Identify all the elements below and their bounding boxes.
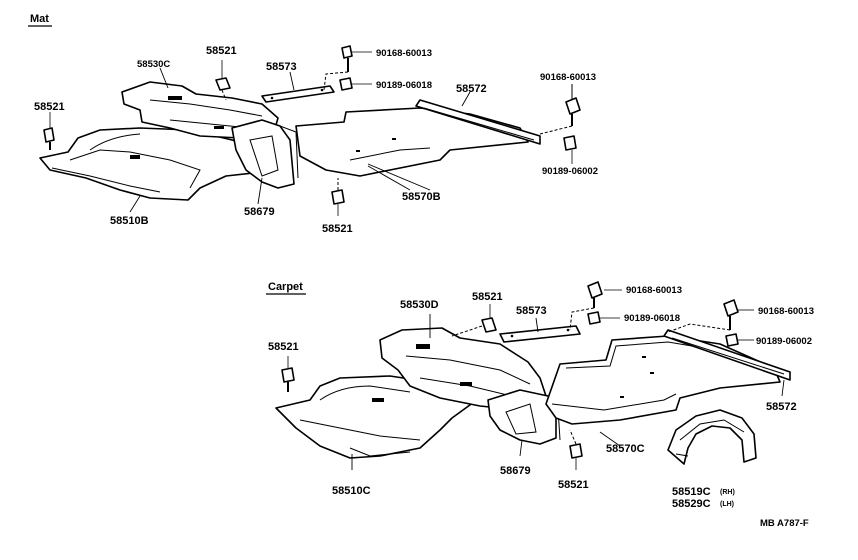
fastener-90189-d [667, 323, 754, 347]
part-58519c-drawing [667, 409, 757, 465]
section-title-mat: Mat [30, 13, 49, 25]
fastener-90189-a [323, 71, 372, 91]
clip-58521-carpet-a [281, 356, 295, 392]
label-58573-mat: 58573 [266, 61, 297, 73]
fastener-90168-b [565, 84, 581, 126]
label-58570c: 58570C [606, 443, 645, 455]
label-90189-mat-a: 90189-06018 [376, 80, 432, 91]
clip-58521-carpet-b [451, 304, 497, 337]
mat-section: Mat [28, 13, 598, 235]
part-58572c-drawing [663, 329, 791, 397]
fastener-90189-c [569, 307, 620, 331]
label-58521-mat-c: 58521 [322, 223, 353, 235]
label-90168-mat-b: 90168-60013 [540, 72, 596, 83]
label-58521-mat-a: 58521 [34, 101, 65, 113]
label-90168-carpet-b: 90168-60013 [758, 306, 814, 317]
part-58573-drawing [261, 71, 335, 103]
clip-58521-mat-a [43, 112, 55, 150]
label-90189-carpet-a: 90189-06018 [624, 313, 680, 324]
label-58529c-side: (LH) [720, 501, 734, 508]
label-58572-mat: 58572 [456, 83, 487, 95]
label-58530c: 58530C [137, 59, 170, 70]
part-58570c-drawing [545, 335, 781, 447]
label-90168-mat-a: 90168-60013 [376, 48, 432, 59]
part-58573c-drawing [499, 317, 581, 343]
clip-58521-mat-c [331, 178, 345, 216]
label-58521-carpet-a: 58521 [472, 291, 503, 303]
label-58529c: 58529C [672, 498, 711, 510]
label-58521-mat-b: 58521 [206, 45, 237, 57]
fastener-90189-b [539, 125, 577, 164]
label-58573-carpet: 58573 [516, 305, 547, 317]
part-58510c-drawing [275, 375, 475, 470]
part-58510b-drawing [39, 127, 269, 201]
label-58521-carpet-b: 58521 [268, 341, 299, 353]
part-58570b-drawing [295, 107, 529, 191]
fastener-90168-d [723, 299, 754, 330]
label-58572-carpet: 58572 [766, 401, 797, 413]
fastener-90168-a [341, 45, 372, 72]
label-58530d: 58530D [400, 299, 439, 311]
fastener-90168-c [587, 281, 622, 308]
label-90189-carpet-b: 90189-06002 [756, 336, 812, 347]
carpet-section: Carpet [266, 281, 814, 510]
clip-58521-mat-b [215, 60, 231, 101]
label-58521-carpet-c: 58521 [558, 479, 589, 491]
diagram-code: MB A787-F [760, 518, 809, 529]
label-58510b: 58510B [110, 215, 149, 227]
label-90189-mat-b: 90189-06002 [542, 166, 598, 177]
label-58679-carpet: 58679 [500, 465, 531, 477]
label-58570b: 58570B [402, 191, 441, 203]
clip-58521-carpet-c [569, 429, 583, 470]
label-58510c: 58510C [332, 485, 371, 497]
part-58679-drawing [231, 119, 299, 205]
label-58519c: 58519C [672, 486, 711, 498]
label-90168-carpet-a: 90168-60013 [626, 285, 682, 296]
label-58519c-side: (RH) [720, 489, 735, 496]
label-58679-mat: 58679 [244, 206, 275, 218]
section-title-carpet: Carpet [268, 281, 303, 293]
part-58572-drawing [415, 91, 541, 145]
